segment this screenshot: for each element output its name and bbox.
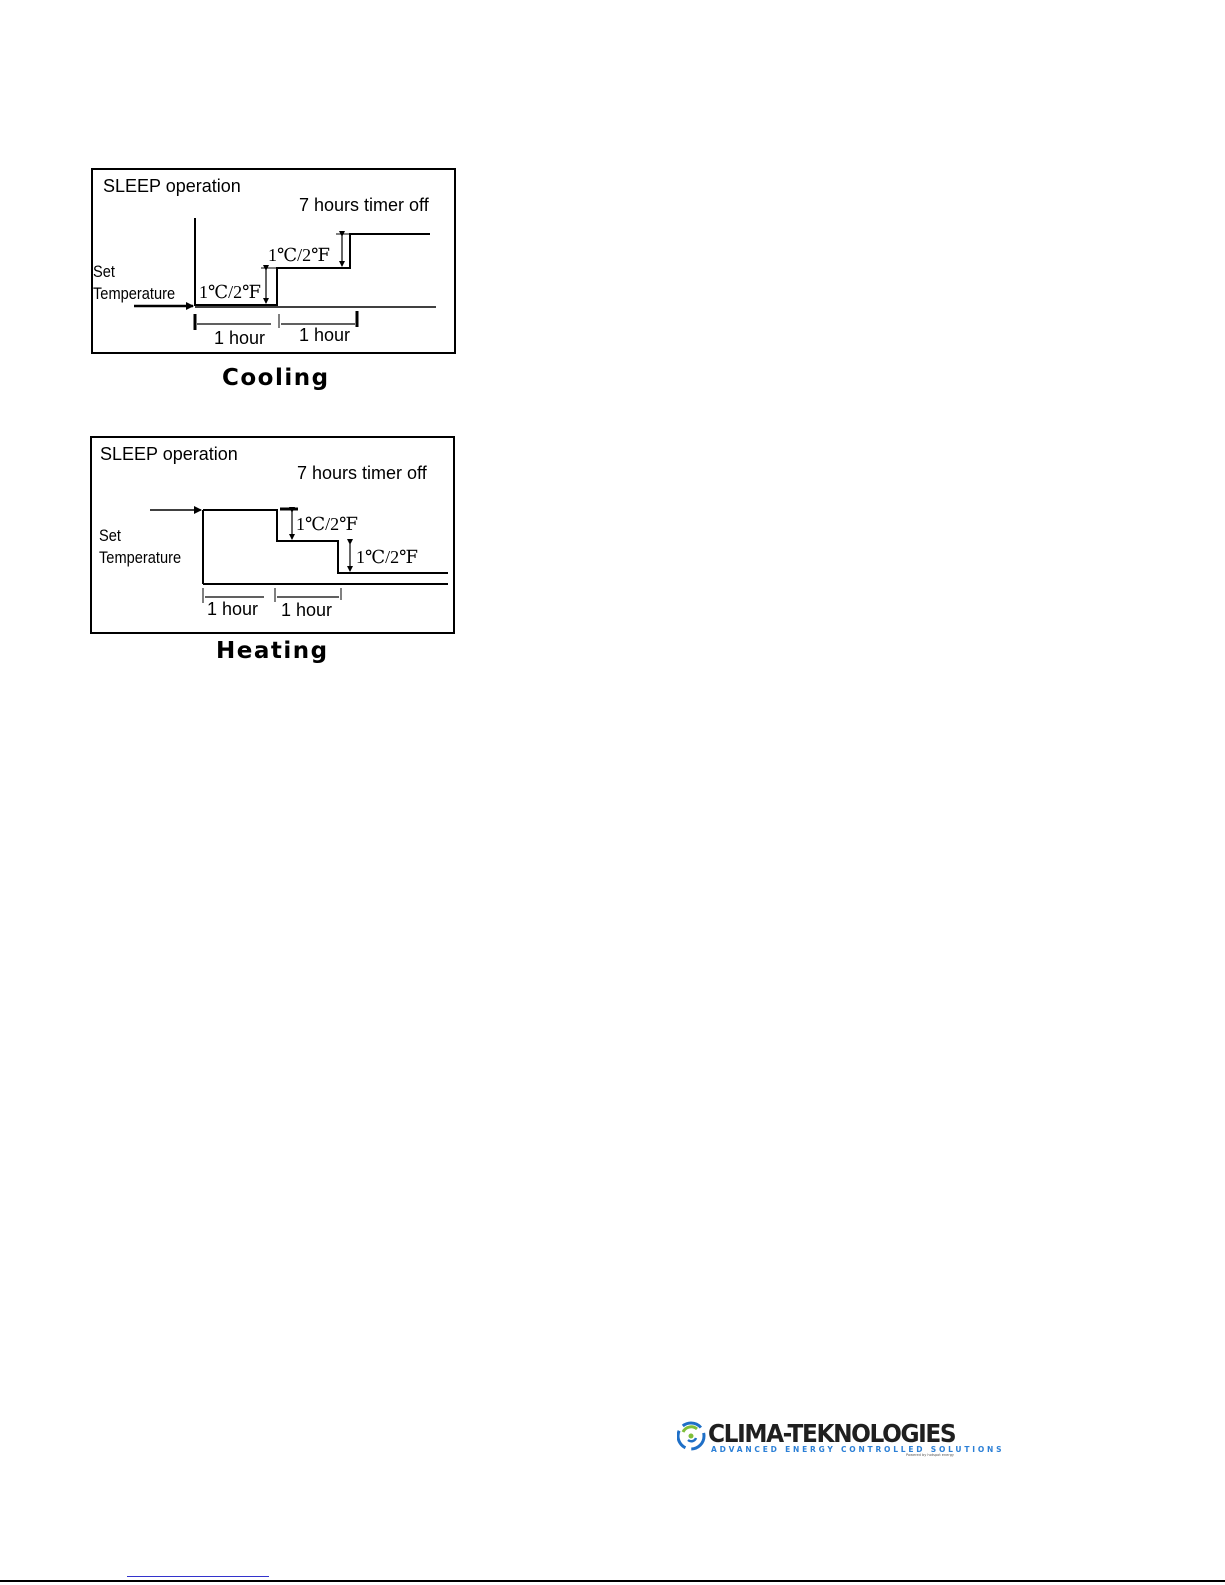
- cooling-hour2-label: 1 hour: [299, 326, 350, 344]
- heating-timer-label: 7 hours timer off: [297, 464, 427, 482]
- cooling-hour1-label: 1 hour: [214, 329, 265, 347]
- heating-set-label: Set: [99, 527, 121, 544]
- heating-temperature-label: Temperature: [99, 549, 181, 566]
- heating-hour1-label: 1 hour: [207, 600, 258, 618]
- cooling-set-label: Set: [93, 263, 115, 280]
- cooling-step2-label: 1℃/2℉: [268, 246, 330, 264]
- heating-hour2-label: 1 hour: [281, 601, 332, 619]
- cooling-caption: Cooling: [222, 367, 330, 390]
- logo-subtag: Powered by hotspot energy: [906, 1453, 954, 1457]
- heating-title: SLEEP operation: [100, 445, 238, 463]
- heating-step1-label: 1℃/2℉: [296, 515, 358, 533]
- cooling-title: SLEEP operation: [103, 177, 241, 195]
- footer-link-underline[interactable]: [127, 1576, 269, 1577]
- heating-step2-label: 1℃/2℉: [356, 548, 418, 566]
- cooling-timer-label: 7 hours timer off: [299, 196, 429, 214]
- swirl-icon: [678, 1423, 704, 1449]
- cooling-step1-label: 1℃/2℉: [199, 283, 261, 301]
- heating-caption: Heating: [216, 640, 329, 663]
- logo-tagline: ADVANCED ENERGY CONTROLLED SOLUTIONS: [711, 1445, 1004, 1454]
- footer-rule: [0, 1580, 1225, 1582]
- cooling-temperature-label: Temperature: [93, 285, 175, 302]
- heating-diagram: SLEEP operation 7 hours timer off Set Te…: [90, 436, 455, 634]
- logo-name: CLIMA-TEKNOLOGIES: [708, 1419, 955, 1448]
- cooling-diagram: SLEEP operation 7 hours timer off Set Te…: [91, 168, 456, 354]
- clima-teknologies-logo: CLIMA-TEKNOLOGIES ADVANCED ENERGY CONTRO…: [677, 1419, 967, 1459]
